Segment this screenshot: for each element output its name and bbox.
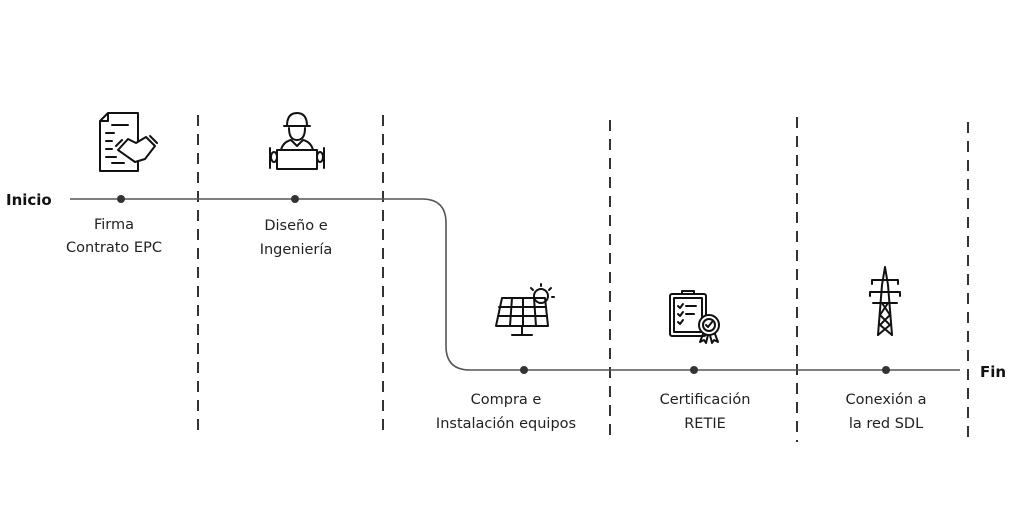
start-label: Inicio [6, 191, 52, 209]
step-label-3-line2: Instalación equipos [436, 416, 576, 432]
timeline-path [70, 198, 960, 371]
step-label-2-line2: Ingeniería [260, 242, 333, 258]
step-label-4-line2: RETIE [684, 416, 726, 432]
step-label-4-line1: Certificación [660, 392, 751, 408]
step-label-3-line1: Compra e [471, 392, 542, 408]
certificate-clipboard-icon [669, 290, 720, 344]
step-dot [117, 195, 125, 203]
step-label-5-line1: Conexión a [845, 392, 926, 408]
step-dot [690, 366, 698, 374]
step-label-5-line2: la red SDL [849, 416, 923, 432]
step-label-1-line2: Contrato EPC [66, 240, 162, 256]
step-label-1-line1: Firma [94, 217, 134, 233]
contract-handshake-icon [99, 112, 158, 172]
step-label-2-line1: Diseño e [264, 218, 327, 234]
solar-panel-icon [495, 283, 555, 336]
step-dot [291, 195, 299, 203]
end-label: Fin [980, 363, 1006, 381]
power-tower-icon [869, 266, 901, 336]
engineer-blueprint-icon [269, 112, 325, 170]
step-dot [882, 366, 890, 374]
step-dot [520, 366, 528, 374]
